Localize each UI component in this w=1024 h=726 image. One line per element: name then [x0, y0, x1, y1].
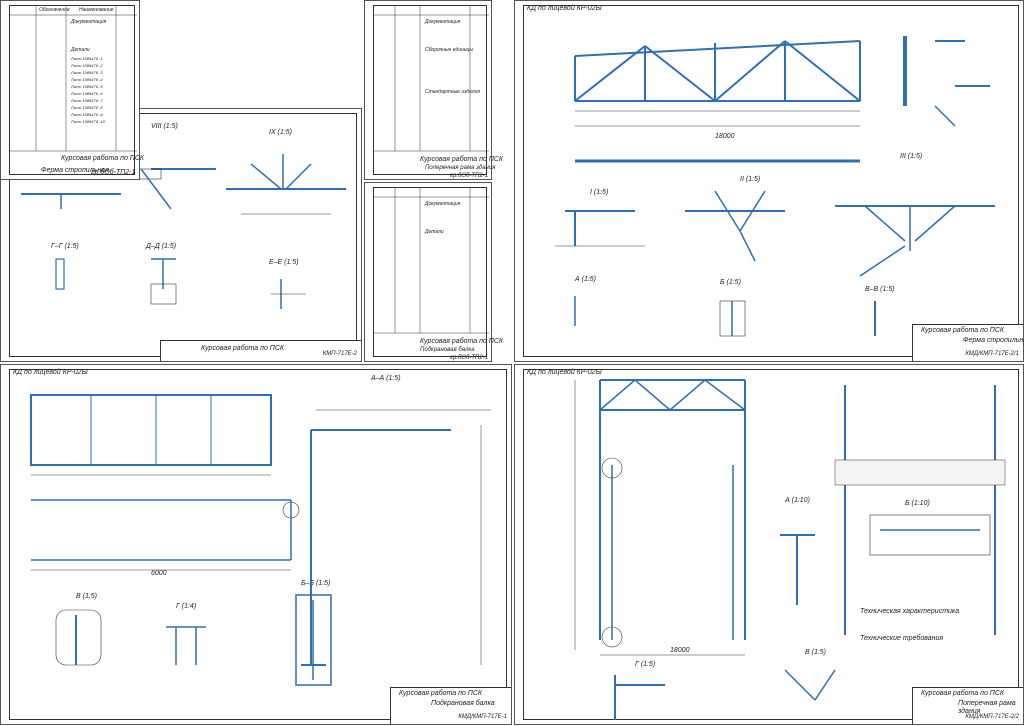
- title-block-code: КМП-717Е-2: [322, 351, 357, 357]
- view-2-label: II (1:5): [740, 176, 761, 183]
- spec-row: Лист 1086476 -3: [71, 70, 103, 75]
- title-block-title: Курсовая работа по ПСК: [921, 327, 1005, 334]
- sheet-crane-beam: КД по лицевой КР-02Ы А–А (1:5) В (1:5) Г…: [0, 364, 512, 725]
- spec-row: Лист 1086476 -8: [71, 105, 103, 110]
- view-v-label: В (1:5): [805, 649, 827, 656]
- view-a-label: А (1:5): [575, 276, 597, 283]
- view-vv-label: В–В (1:5): [865, 286, 895, 293]
- spec-section-parts: Детали: [425, 229, 444, 235]
- beam-length-dimension: 6000: [151, 570, 167, 577]
- view-g-label: Г (1:4): [176, 603, 197, 610]
- spec-section-std: Стандартные изделия: [425, 89, 481, 95]
- view-8-label: VIII (1:5): [151, 123, 178, 130]
- view-gg-label: Г–Г (1:5): [51, 243, 79, 250]
- section-bb-label: Б–Б (1:5): [301, 580, 331, 587]
- view-1-label: I (1:5): [590, 189, 609, 196]
- spec-section-docs: Документация: [425, 19, 461, 25]
- view-b-label: Б (1:10): [905, 500, 930, 507]
- spec-sheet-truss: Обозначение Наименование Документация Де…: [0, 0, 144, 180]
- tech-characteristics-title: Техническая характеристика: [860, 608, 960, 615]
- spec-stamp-name: Ферма стропильная: [41, 167, 109, 174]
- spec-row: Лист 1086476 -2: [71, 63, 103, 68]
- title-block-name: Подкрановая балка: [431, 700, 495, 707]
- spec-row: Лист 1086476 -10: [71, 119, 105, 124]
- view-9-label: IX (1:5): [269, 129, 292, 136]
- spec-grid-svg: [9, 5, 137, 152]
- sheet-frame: [523, 5, 1019, 357]
- spec-stamp-code: гр.бОб-ТП2-1: [91, 169, 136, 176]
- title-block-title: Курсовая работа по ПСК: [201, 345, 285, 352]
- beam-drawing-svg: [30, 394, 491, 686]
- view-ee-label: Е–Е (1:5): [269, 259, 299, 266]
- spec-grid-svg: [373, 187, 489, 334]
- spec-section-parts: Детали: [71, 47, 90, 53]
- corner-note: КД по лицевой КР-02Ы: [13, 369, 88, 376]
- sheet-frame: [9, 5, 135, 175]
- spec-stamp-code: гр.бОб-ТП2-1: [450, 173, 489, 179]
- title-block: Курсовая работа по ПСК Подкрановая балка…: [390, 687, 511, 724]
- title-block: Курсовая работа по ПСК Ферма стропильная…: [912, 324, 1024, 361]
- title-block-title: Курсовая работа по ПСК: [921, 690, 1005, 697]
- spec-row: Лист 1086476 -1: [71, 56, 103, 61]
- view-3-label: III (1:5): [900, 153, 923, 160]
- title-block-title: Курсовая работа по ПСК: [399, 690, 483, 697]
- view-dd-label: Д–Д (1:5): [146, 243, 177, 250]
- tech-requirements-title: Технические требования: [860, 635, 944, 642]
- frame-drawing-svg: [574, 379, 1006, 720]
- spec-sheet-frame: Документация Сборочные единицы Стандартн…: [364, 0, 503, 180]
- spec-header-designation: Обозначение: [39, 7, 70, 13]
- frame-span-dimension: 18000: [670, 647, 690, 654]
- spec-stamp-title: Курсовая работа по ПСК: [61, 155, 145, 162]
- spec-row: Лист 1086476 -5: [71, 84, 103, 89]
- sheet-frame: [9, 369, 507, 720]
- sheet-frame: [523, 369, 1019, 720]
- spec-grid-svg: [373, 5, 489, 152]
- spec-section-docs: Документация: [71, 19, 107, 25]
- view-a-label: А (1:10): [785, 497, 810, 504]
- sheet-transverse-frame: КД по лицевой КР-02Ы 18000 А (1:10) Б (1…: [514, 364, 1024, 725]
- spec-stamp-name: Подкрановая балка: [420, 347, 475, 353]
- sheet-frame: [373, 187, 487, 357]
- spec-row: Лист 1086476 -9: [71, 112, 103, 117]
- spec-header-name: Наименование: [79, 7, 114, 13]
- title-block-code: КМД/КМП-717Е-1: [458, 714, 507, 720]
- sheet-crane-beam-details: VIII (1:5) IX (1:5) Г–Г (1:5) Д–Д (1:5) …: [0, 108, 362, 362]
- spec-stamp-title: Курсовая работа по ПСК: [420, 156, 504, 163]
- title-block-name: Поперечная рама здания: [958, 700, 1016, 715]
- title-block-code: КМД/КМП-717Е-2/1: [965, 351, 1019, 357]
- spec-row: Лист 1086476 -6: [71, 91, 103, 96]
- spec-stamp-code: гр.бОб-ТП2-1: [450, 355, 489, 361]
- title-block: Курсовая работа по ПСК КМП-717Е-2: [160, 340, 361, 361]
- title-block: Курсовая работа по ПСК Поперечная рама з…: [912, 687, 1023, 724]
- spec-row: Лист 1086476 -4: [71, 77, 103, 82]
- truss-span-dimension: 18000: [715, 133, 735, 140]
- spec-stamp-title: Курсовая работа по ПСК: [420, 338, 504, 345]
- corner-note: КД по лицевой КР-02Ы: [527, 369, 602, 376]
- view-b-label: Б (1:5): [720, 279, 741, 286]
- sheet-frame: [373, 5, 487, 175]
- spec-sheet-beam: Документация Детали Курсовая работа по П…: [364, 182, 503, 362]
- spec-stamp-name: Поперечная рама здания: [425, 165, 496, 171]
- spec-section-assy: Сборочные единицы: [425, 47, 474, 53]
- truss-drawing-svg: [555, 36, 995, 337]
- corner-note: КД по лицевой КР-02Ы: [527, 5, 602, 12]
- sheet-truss: КД по лицевой КР-02Ы 18000 I (1:5) II (1…: [514, 0, 1024, 362]
- title-block-name: Ферма стропильная: [963, 337, 1024, 344]
- spec-section-docs: Документация: [425, 201, 461, 207]
- view-g-label: Г (1:5): [635, 661, 656, 668]
- section-aa-label: А–А (1:5): [371, 375, 401, 382]
- detail-drawings-svg: [21, 154, 346, 309]
- title-block-code: КМД/КМП-717Е-2/2: [965, 714, 1019, 720]
- view-v-label: В (1:5): [76, 593, 98, 600]
- spec-row: Лист 1086476 -7: [71, 98, 103, 103]
